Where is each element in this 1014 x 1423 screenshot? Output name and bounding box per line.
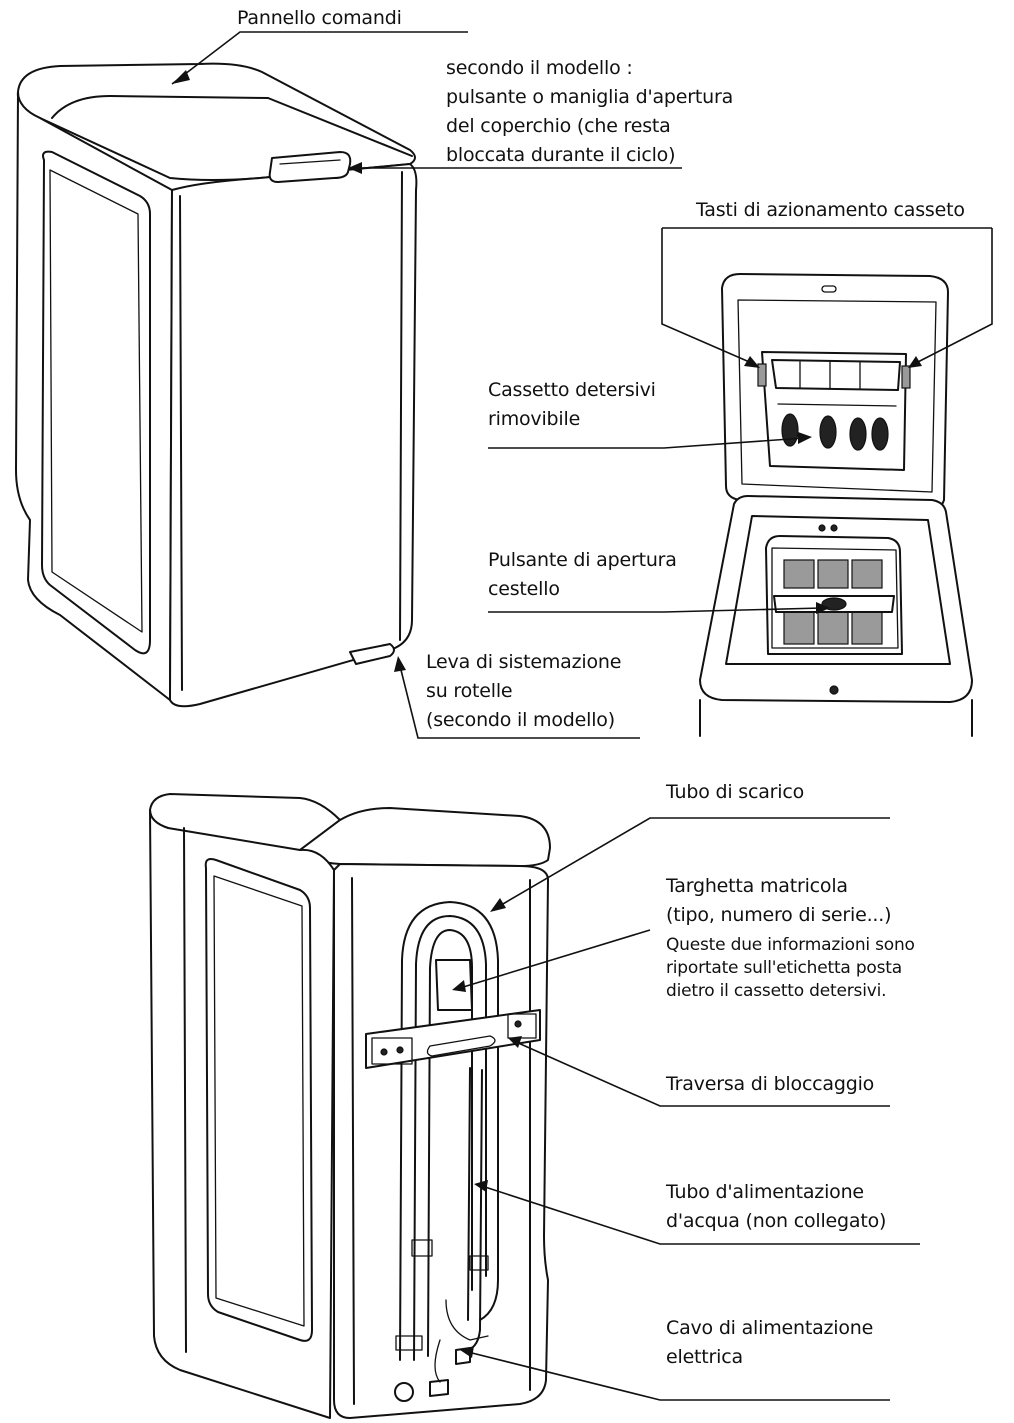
label-line: riportate sull'etichetta posta <box>666 958 902 978</box>
label-line: Pulsante di apertura <box>488 549 677 571</box>
label-line: elettrica <box>666 1346 743 1368</box>
label-line: su rotelle <box>426 680 513 702</box>
label-tubo-scarico: Tubo di scarico <box>666 778 804 807</box>
label-line: (secondo il modello) <box>426 709 615 731</box>
label-line: secondo il modello : <box>446 57 633 79</box>
rear-machine-illustration <box>149 793 551 1419</box>
label-traversa: Traversa di bloccaggio <box>666 1070 874 1099</box>
open-machine-illustration <box>699 273 973 737</box>
label-tubo-alimentazione: Tubo d'alimentazione d'acqua (non colleg… <box>666 1178 886 1236</box>
label-targhetta-note: Queste due informazioni sono riportate s… <box>666 934 915 1003</box>
label-line: rimovibile <box>488 408 581 430</box>
label-line: Tubo d'alimentazione <box>666 1181 864 1203</box>
front-machine-illustration <box>15 62 418 708</box>
label-cavo: Cavo di alimentazione elettrica <box>666 1314 873 1372</box>
label-cassetto-detersivi: Cassetto detersivi rimovibile <box>488 376 656 434</box>
label-line: Tubo di scarico <box>666 781 805 803</box>
label-line: Traversa di bloccaggio <box>666 1073 875 1095</box>
label-pannello-comandi: Pannello comandi <box>237 4 402 33</box>
label-leva-rotelle: Leva di sistemazione su rotelle (secondo… <box>426 648 621 735</box>
label-apertura-coperchio: secondo il modello : pulsante o maniglia… <box>446 54 733 170</box>
label-line: Cassetto detersivi <box>488 379 656 401</box>
label-line: d'acqua (non collegato) <box>666 1210 887 1232</box>
label-line: pulsante o maniglia d'apertura <box>446 86 734 108</box>
label-line: cestello <box>488 578 560 600</box>
label-line: dietro il cassetto detersivi. <box>666 981 887 1001</box>
label-line: bloccata durante il ciclo) <box>446 144 676 166</box>
label-line: Queste due informazioni sono <box>666 935 915 955</box>
label-line: Cavo di alimentazione <box>666 1317 874 1339</box>
label-tasti-cassetto: Tasti di azionamento casseto <box>696 196 965 225</box>
label-line: Targhetta matricola <box>666 875 848 897</box>
label-targhetta: Targhetta matricola (tipo, numero di ser… <box>666 872 892 930</box>
label-line: Pannello comandi <box>237 7 402 29</box>
label-line: (tipo, numero di serie...) <box>666 904 892 926</box>
label-line: Tasti di azionamento casseto <box>696 199 965 221</box>
label-line: Leva di sistemazione <box>426 651 622 673</box>
label-line: del coperchio (che resta <box>446 115 671 137</box>
label-pulsante-cestello: Pulsante di apertura cestello <box>488 546 677 604</box>
